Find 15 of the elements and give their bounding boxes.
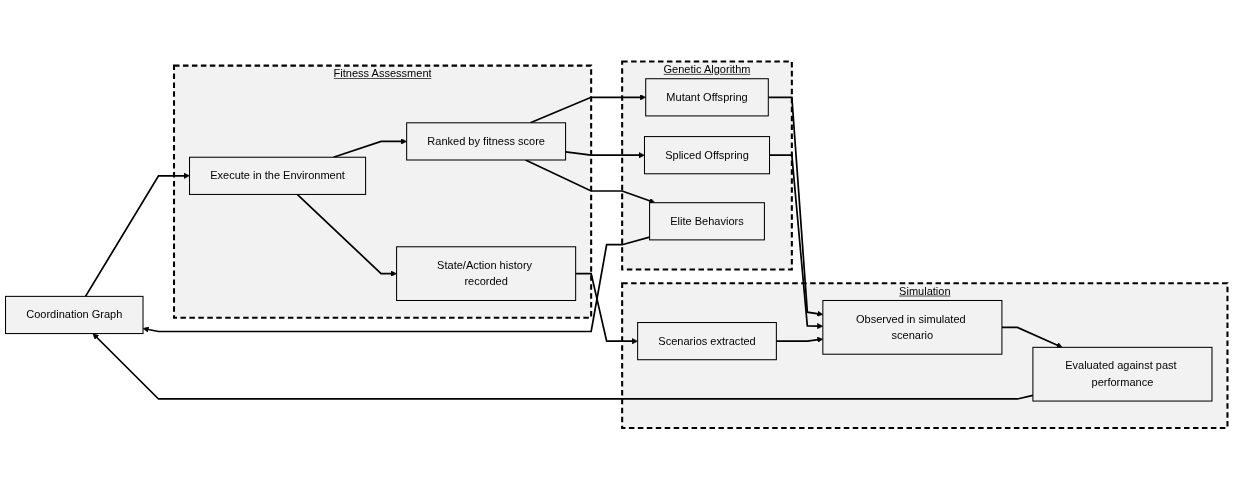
node-box: Mutant Offspring — [645, 78, 769, 117]
arrow — [332, 138, 407, 159]
arrow — [1001, 326, 1063, 349]
node-box: Spliced Offspring — [643, 136, 771, 175]
node-box: Scenarios extracted — [637, 322, 777, 361]
arrow — [84, 173, 190, 298]
node-box: Coordination Graph — [5, 296, 144, 335]
node-box: Evaluated against past performance — [1032, 347, 1213, 402]
node-box: Elite Behaviors — [649, 202, 765, 241]
node-box: Observed in simulated scenario — [822, 300, 1003, 355]
arrow — [296, 193, 397, 277]
arrow — [529, 94, 646, 124]
node-box: Execute in the Environment — [189, 157, 367, 196]
node-box: Ranked by fitness score — [406, 122, 567, 161]
node-box: State/Action history recorded — [396, 246, 577, 302]
